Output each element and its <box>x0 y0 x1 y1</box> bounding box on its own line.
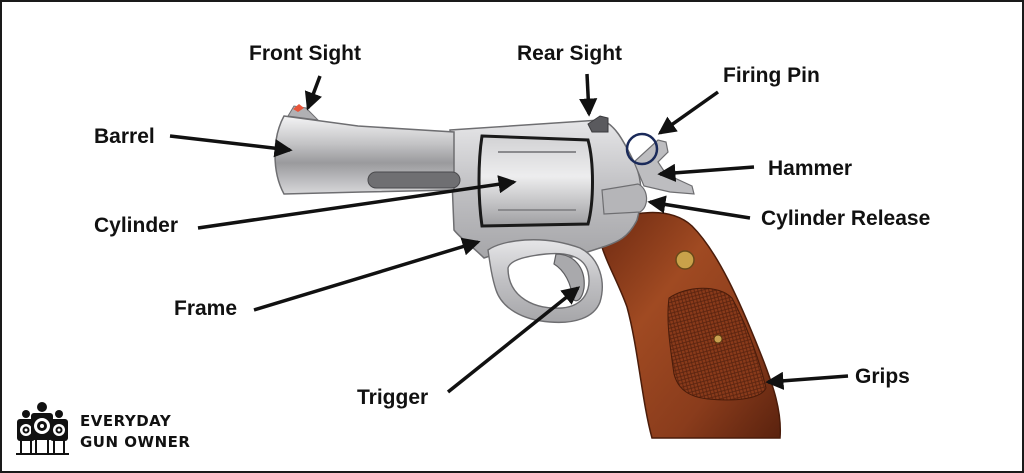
label-cylinder: Cylinder <box>94 214 179 237</box>
label-rear-sight: Rear Sight <box>517 42 623 65</box>
arrow-trigger <box>446 286 581 394</box>
label-grips: Grips <box>855 365 910 388</box>
label-firing-pin: Firing Pin <box>723 64 820 87</box>
revolver-illustration <box>274 104 782 439</box>
grip-medallion <box>675 250 695 270</box>
arrow-front-sight <box>304 75 322 111</box>
arrow-barrel <box>169 134 293 158</box>
brand-name-line1: EVERYDAY <box>80 412 172 430</box>
arrow-hammer <box>657 163 755 182</box>
brand-name-line2: GUN OWNER <box>80 433 191 451</box>
label-cylinder-release: Cylinder Release <box>761 207 931 230</box>
cylinder <box>477 134 594 228</box>
annotation-arrows <box>169 73 849 394</box>
arrow-frame <box>253 237 481 312</box>
front-sight-insert <box>293 104 304 112</box>
cylinder-release <box>601 183 648 215</box>
ejector-rod-housing <box>367 171 461 189</box>
arrow-firing-pin <box>657 90 720 135</box>
arrow-rear-sight <box>579 73 598 117</box>
firing-pin-highlight-circle <box>625 132 659 166</box>
arrow-grips <box>765 371 849 390</box>
grip-screw <box>713 334 723 344</box>
label-trigger: Trigger <box>357 386 429 409</box>
trigger-guard <box>487 239 603 324</box>
brand-logo-icon <box>16 402 69 455</box>
label-barrel: Barrel <box>94 125 155 148</box>
hammer <box>633 139 695 195</box>
label-hammer: Hammer <box>768 157 853 180</box>
arrow-cylinder-release <box>647 195 751 220</box>
label-frame: Frame <box>174 297 238 320</box>
label-front-sight: Front Sight <box>249 42 361 65</box>
arrow-cylinder <box>197 175 517 230</box>
rear-sight <box>587 115 609 133</box>
grip-checkered-panel <box>667 287 767 401</box>
